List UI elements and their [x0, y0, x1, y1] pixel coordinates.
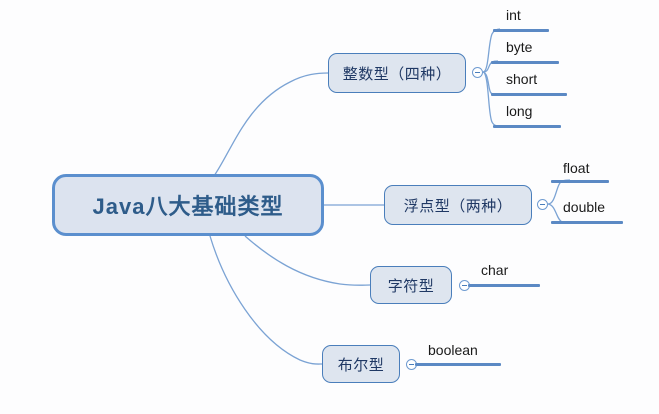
leaf-node-float[interactable]: float — [563, 160, 590, 176]
leaf-underline-byte — [491, 61, 559, 64]
branch-node-char[interactable]: 字符型 — [370, 266, 452, 304]
branch-node-integer[interactable]: 整数型（四种） — [328, 53, 466, 93]
leaf-node-char[interactable]: char — [481, 262, 509, 278]
leaf-underline-int — [493, 29, 549, 32]
collapse-toggle-icon-integer[interactable] — [472, 67, 483, 78]
branch-node-char-label: 字符型 — [387, 277, 435, 295]
leaf-underline-double — [551, 221, 623, 224]
branch-node-float-label: 浮点型（两种） — [403, 197, 513, 215]
leaf-node-int[interactable]: int — [506, 7, 521, 23]
root-node[interactable]: Java八大基础类型 — [52, 174, 324, 236]
branch-node-integer-label: 整数型（四种） — [342, 65, 452, 83]
leaf-underline-float — [551, 180, 609, 183]
leaf-node-byte[interactable]: byte — [506, 39, 533, 55]
leaf-underline-boolean — [415, 363, 501, 366]
leaf-node-double[interactable]: double — [563, 199, 606, 215]
leaf-node-boolean[interactable]: boolean — [428, 342, 478, 358]
leaf-node-short[interactable]: short — [506, 71, 538, 87]
branch-node-boolean-label: 布尔型 — [337, 356, 385, 374]
collapse-toggle-icon-float[interactable] — [537, 199, 548, 210]
leaf-underline-long — [493, 125, 561, 128]
leaf-underline-short — [491, 93, 567, 96]
branch-node-float[interactable]: 浮点型（两种） — [384, 185, 532, 225]
leaf-underline-char — [468, 284, 540, 287]
branch-node-boolean[interactable]: 布尔型 — [322, 345, 400, 383]
root-node-label: Java八大基础类型 — [92, 194, 284, 219]
leaf-node-long[interactable]: long — [506, 103, 533, 119]
